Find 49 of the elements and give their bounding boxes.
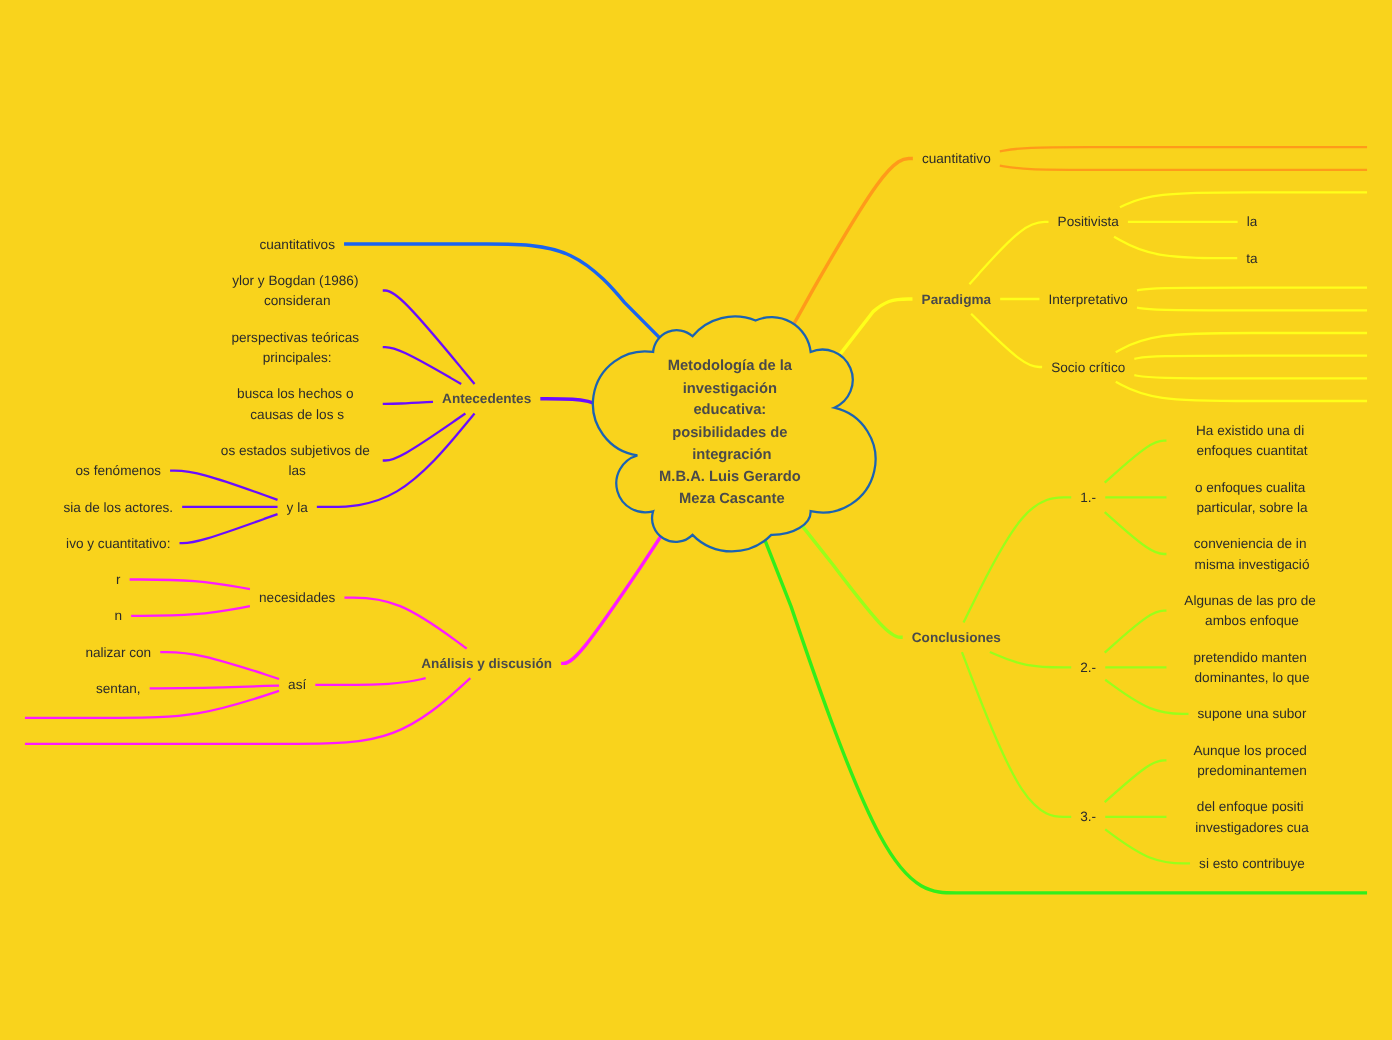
branch-line bbox=[315, 677, 426, 687]
branch-line bbox=[179, 513, 278, 545]
branch-line bbox=[129, 578, 251, 591]
branch-line bbox=[316, 412, 476, 509]
branch-line bbox=[170, 469, 278, 501]
branch-line bbox=[989, 651, 1072, 669]
branch-line bbox=[1136, 306, 1368, 312]
branch-line bbox=[344, 242, 661, 339]
branch-line bbox=[960, 651, 1072, 819]
branch-line bbox=[962, 496, 1072, 624]
branch-line bbox=[24, 677, 472, 745]
branch-line bbox=[1103, 609, 1167, 654]
branch-line bbox=[1105, 815, 1167, 819]
branch-line bbox=[1103, 511, 1167, 556]
branch-line bbox=[344, 596, 468, 650]
branch-line bbox=[801, 525, 903, 639]
branch-line bbox=[999, 164, 1368, 171]
branch-line bbox=[1119, 191, 1368, 209]
branch-line bbox=[970, 312, 1043, 369]
branch-line bbox=[1136, 286, 1368, 292]
branch-line bbox=[1103, 759, 1167, 804]
branch-line bbox=[561, 535, 663, 666]
branch-line bbox=[182, 505, 278, 509]
branch-line bbox=[968, 220, 1049, 286]
branch-line bbox=[382, 289, 476, 385]
branch-line bbox=[1134, 354, 1368, 360]
branch-line bbox=[149, 684, 280, 690]
branch-line bbox=[1134, 374, 1368, 380]
branch-line bbox=[1105, 496, 1167, 499]
branch-line bbox=[382, 346, 462, 385]
branch-line bbox=[1127, 220, 1238, 224]
branch-line bbox=[838, 297, 913, 356]
branch-line bbox=[1115, 331, 1368, 354]
branch-line bbox=[1104, 678, 1189, 715]
branch-line bbox=[382, 412, 467, 462]
branch-line bbox=[160, 650, 280, 681]
branch-line bbox=[24, 689, 280, 719]
branch-line bbox=[1105, 666, 1167, 669]
branch-line bbox=[1103, 439, 1167, 484]
branch-line bbox=[1000, 297, 1040, 301]
branch-line bbox=[763, 539, 1368, 895]
branch-line bbox=[1113, 235, 1238, 260]
branch-line bbox=[382, 400, 434, 405]
branch-line bbox=[1115, 380, 1368, 403]
branch-line bbox=[540, 397, 594, 405]
branch-line bbox=[792, 156, 913, 325]
branch-line bbox=[999, 146, 1368, 153]
branch-line bbox=[131, 605, 251, 617]
branch-line bbox=[1104, 828, 1190, 865]
